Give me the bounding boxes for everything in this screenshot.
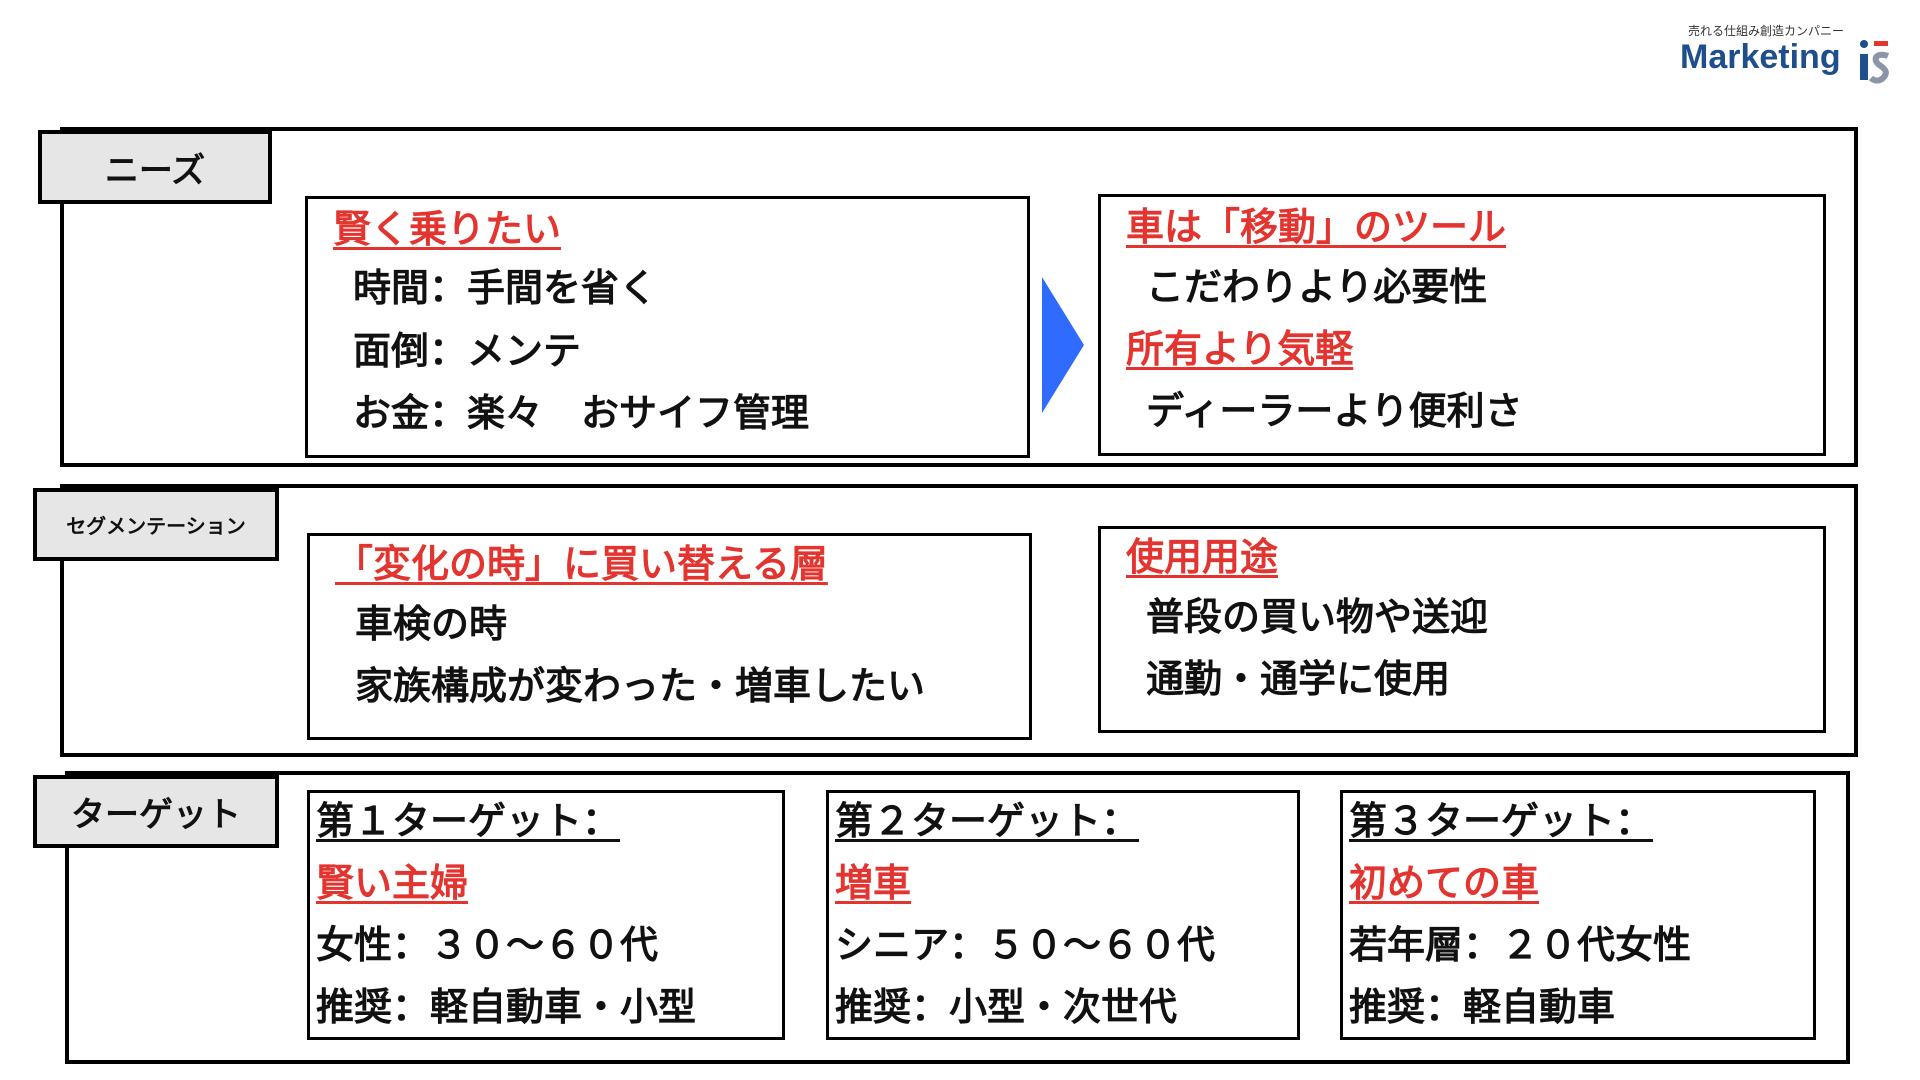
logo-wordmark: Marketing: [1680, 38, 1841, 76]
target-card: 第３ターゲット： 初めての車 若年層：２０代女性 推奨：軽自動車: [1340, 790, 1816, 1040]
logo-is-mark-icon: [1860, 40, 1890, 84]
needs-left-box: 賢く乗りたい 時間：手間を省く 面倒：メンテ お金：楽々 おサイフ管理: [305, 196, 1030, 458]
segmentation-left-line: 車検の時: [355, 602, 508, 646]
needs-tab-label: ニーズ: [38, 130, 272, 204]
needs-right-heading: 車は「移動」のツール: [1126, 205, 1507, 249]
target-card-line: 推奨：軽自動車・小型: [316, 985, 697, 1029]
segmentation-tab-label: セグメンテーション: [33, 488, 279, 561]
target-card-line: 推奨：軽自動車: [1349, 985, 1616, 1029]
segmentation-left-box: 「変化の時」に買い替える層 車検の時 家族構成が変わった・増車したい: [307, 533, 1032, 740]
segmentation-right-heading: 使用用途: [1126, 535, 1279, 579]
needs-right-box: 車は「移動」のツール こだわりより必要性 所有より気軽 ディーラーより便利さ: [1098, 194, 1826, 456]
needs-right-heading: 所有より気軽: [1126, 327, 1354, 371]
needs-right-line: ディーラーより便利さ: [1146, 389, 1523, 433]
segmentation-right-box: 使用用途 普段の買い物や送迎 通勤・通学に使用: [1098, 526, 1826, 733]
needs-left-line: 面倒：メンテ: [353, 329, 582, 373]
target-tab-label: ターゲット: [33, 775, 279, 848]
segmentation-right-line: 普段の買い物や送迎: [1146, 595, 1489, 639]
target-card-title: 第１ターゲット：: [316, 799, 621, 843]
target-card-line: シニア：５０〜６０代: [835, 923, 1216, 967]
target-card-title: 第３ターゲット：: [1349, 799, 1654, 843]
target-card-name: 増車: [835, 861, 912, 905]
segmentation-left-heading: 「変化の時」に買い替える層: [335, 542, 828, 586]
triangle-right-icon: [1042, 277, 1084, 413]
target-card-line: 女性：３０〜６０代: [316, 923, 659, 967]
target-card-line: 推奨：小型・次世代: [835, 985, 1178, 1029]
target-card-title: 第２ターゲット：: [835, 799, 1140, 843]
logo-tagline: 売れる仕組み創造カンパニー: [1688, 24, 1845, 38]
needs-left-line: 時間：手間を省く: [353, 266, 658, 310]
needs-left-line: お金：楽々 おサイフ管理: [353, 391, 810, 435]
segmentation-left-line: 家族構成が変わった・増車したい: [355, 664, 926, 708]
target-card: 第１ターゲット： 賢い主婦 女性：３０〜６０代 推奨：軽自動車・小型: [307, 790, 785, 1040]
target-card-name: 初めての車: [1349, 861, 1540, 905]
target-card-line: 若年層：２０代女性: [1349, 923, 1692, 967]
company-logo: 売れる仕組み創造カンパニー Marketing: [1660, 22, 1900, 88]
segmentation-right-line: 通勤・通学に使用: [1146, 657, 1451, 701]
needs-left-heading: 賢く乗りたい: [333, 207, 562, 251]
target-card-name: 賢い主婦: [316, 861, 469, 905]
target-card: 第２ターゲット： 増車 シニア：５０〜６０代 推奨：小型・次世代: [826, 790, 1300, 1040]
needs-right-line: こだわりより必要性: [1146, 265, 1488, 309]
